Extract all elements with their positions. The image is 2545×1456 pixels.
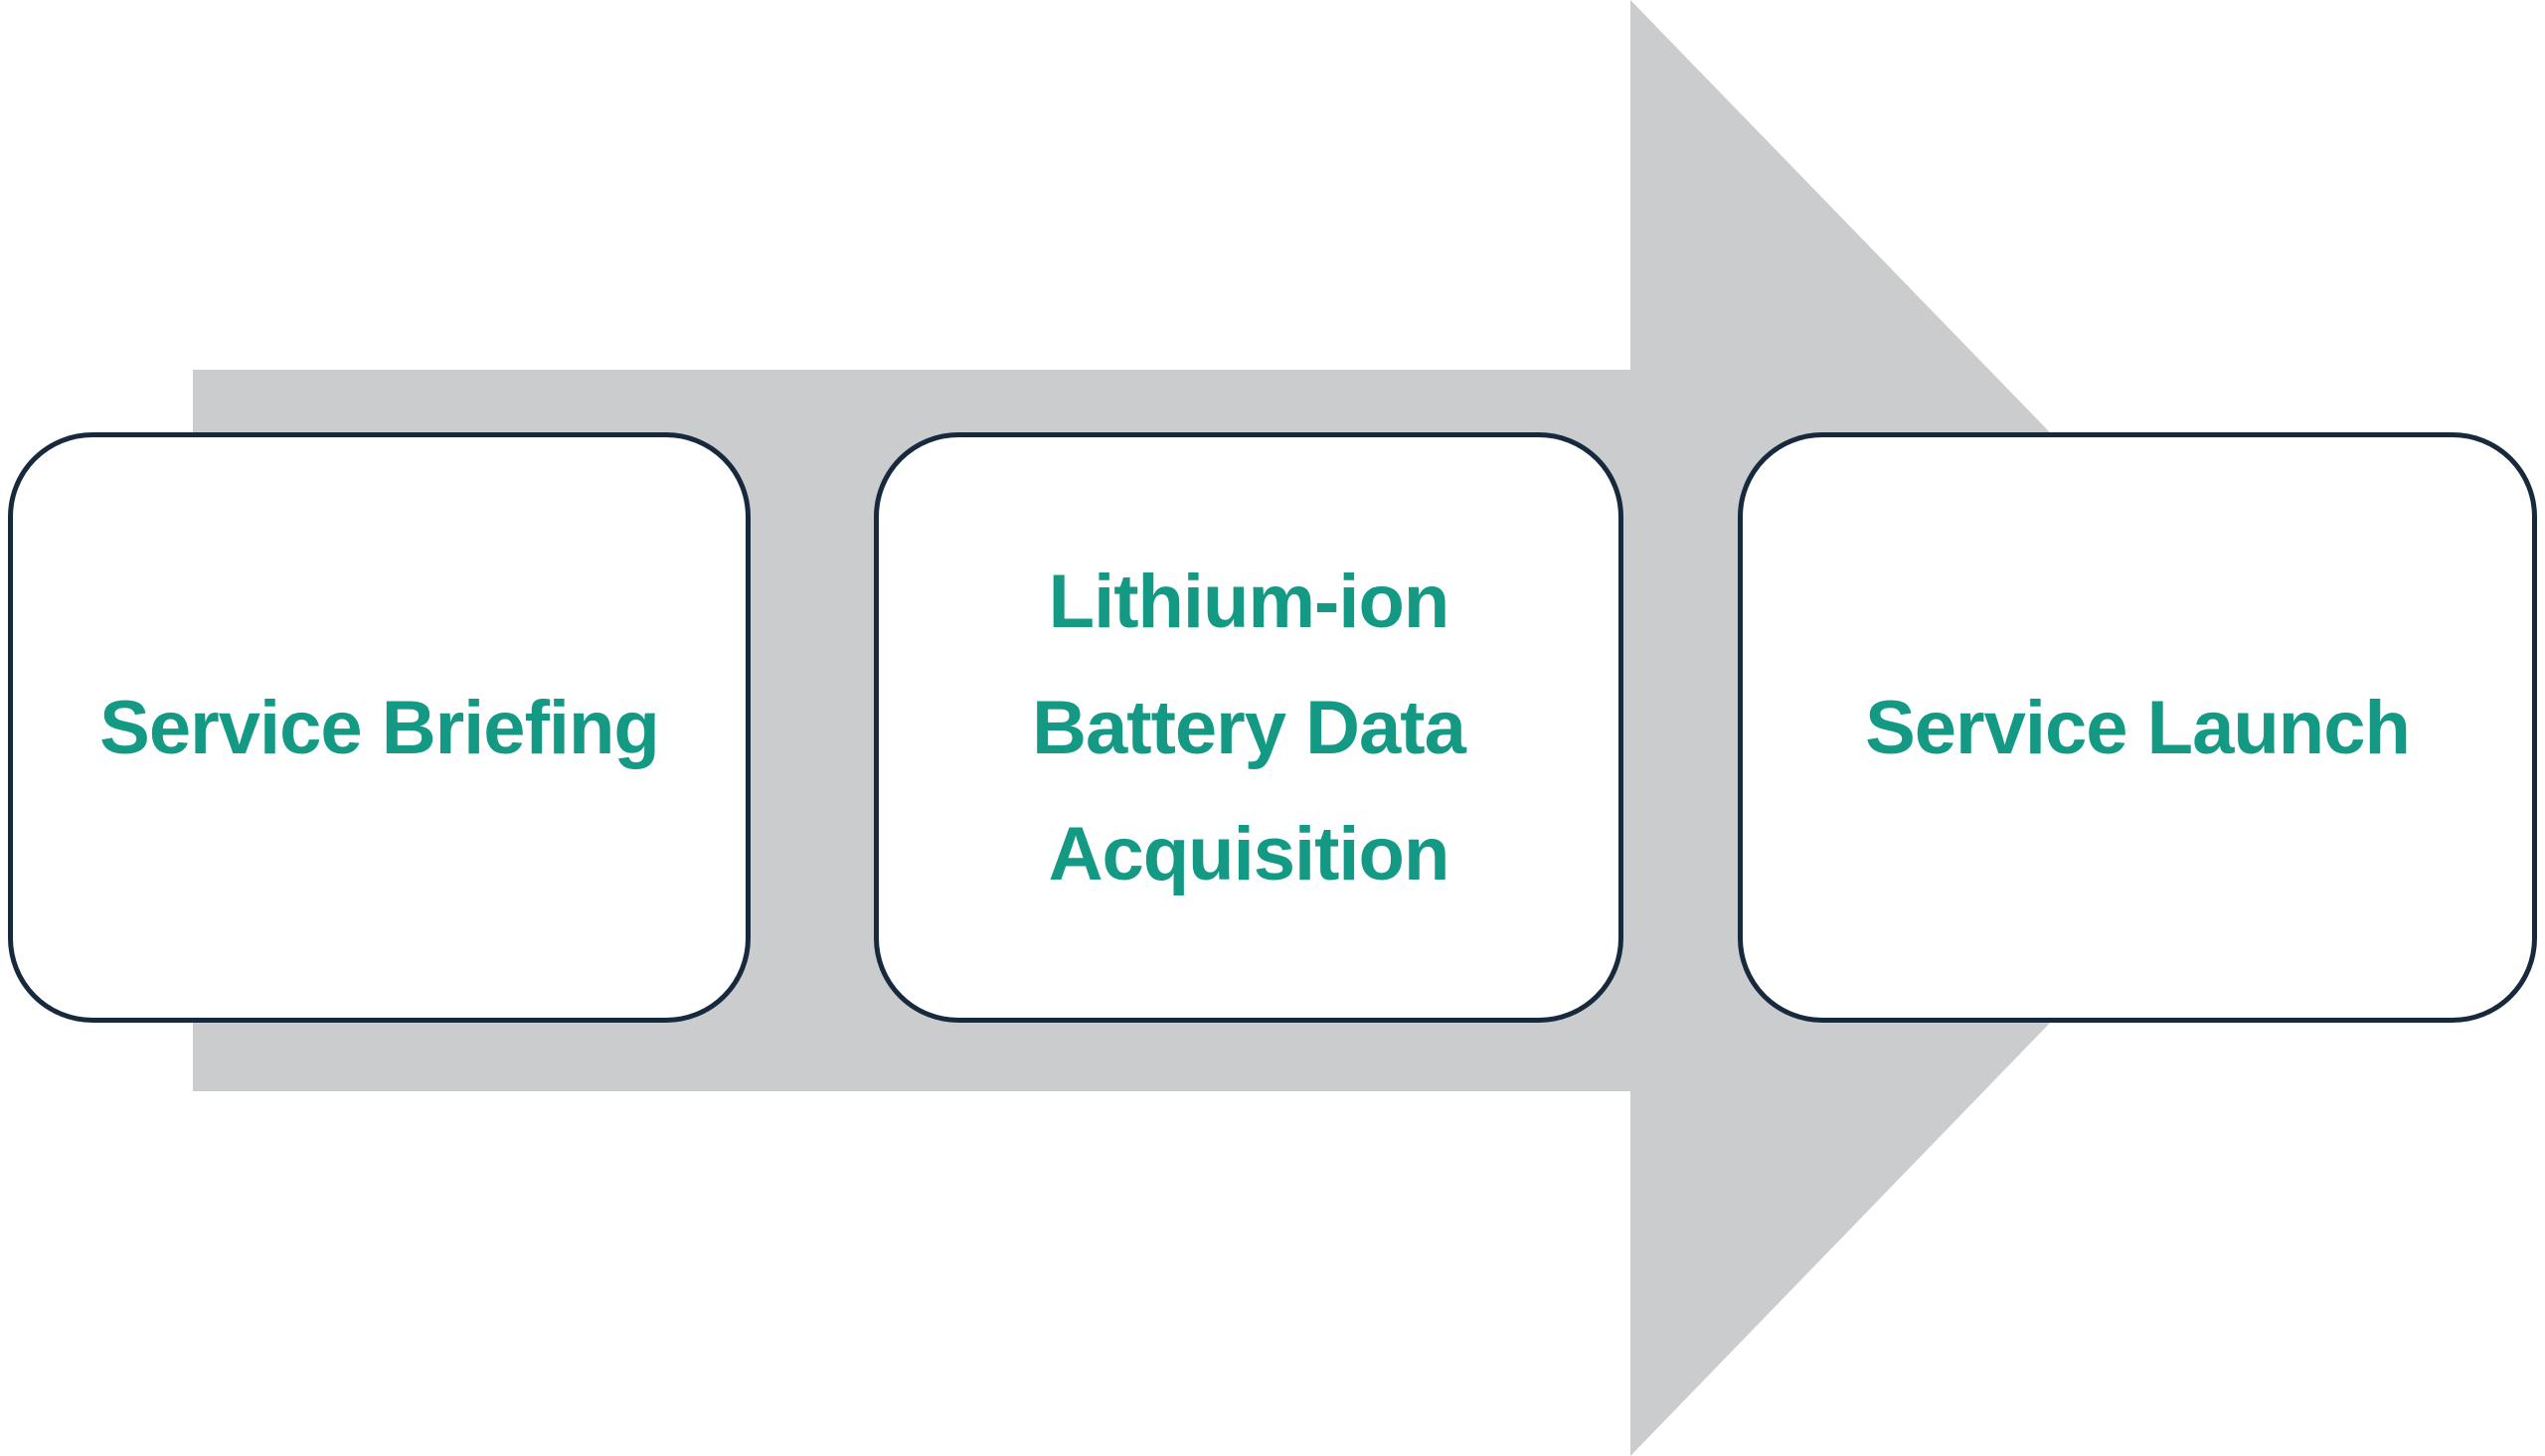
step-box-battery-data-acquisition: Lithium-ion Battery Data Acquisition [874,432,1623,1023]
step-box-service-launch: Service Launch [1738,432,2537,1023]
step-box-service-briefing: Service Briefing [8,432,751,1023]
step-label-line-2: Battery Data [1032,685,1466,770]
step-label-line-3: Acquisition [1048,811,1450,896]
step-label: Service Briefing [99,685,660,770]
step-label: Service Launch [1865,685,2411,770]
step-label-line-1: Lithium-ion [1048,559,1450,644]
